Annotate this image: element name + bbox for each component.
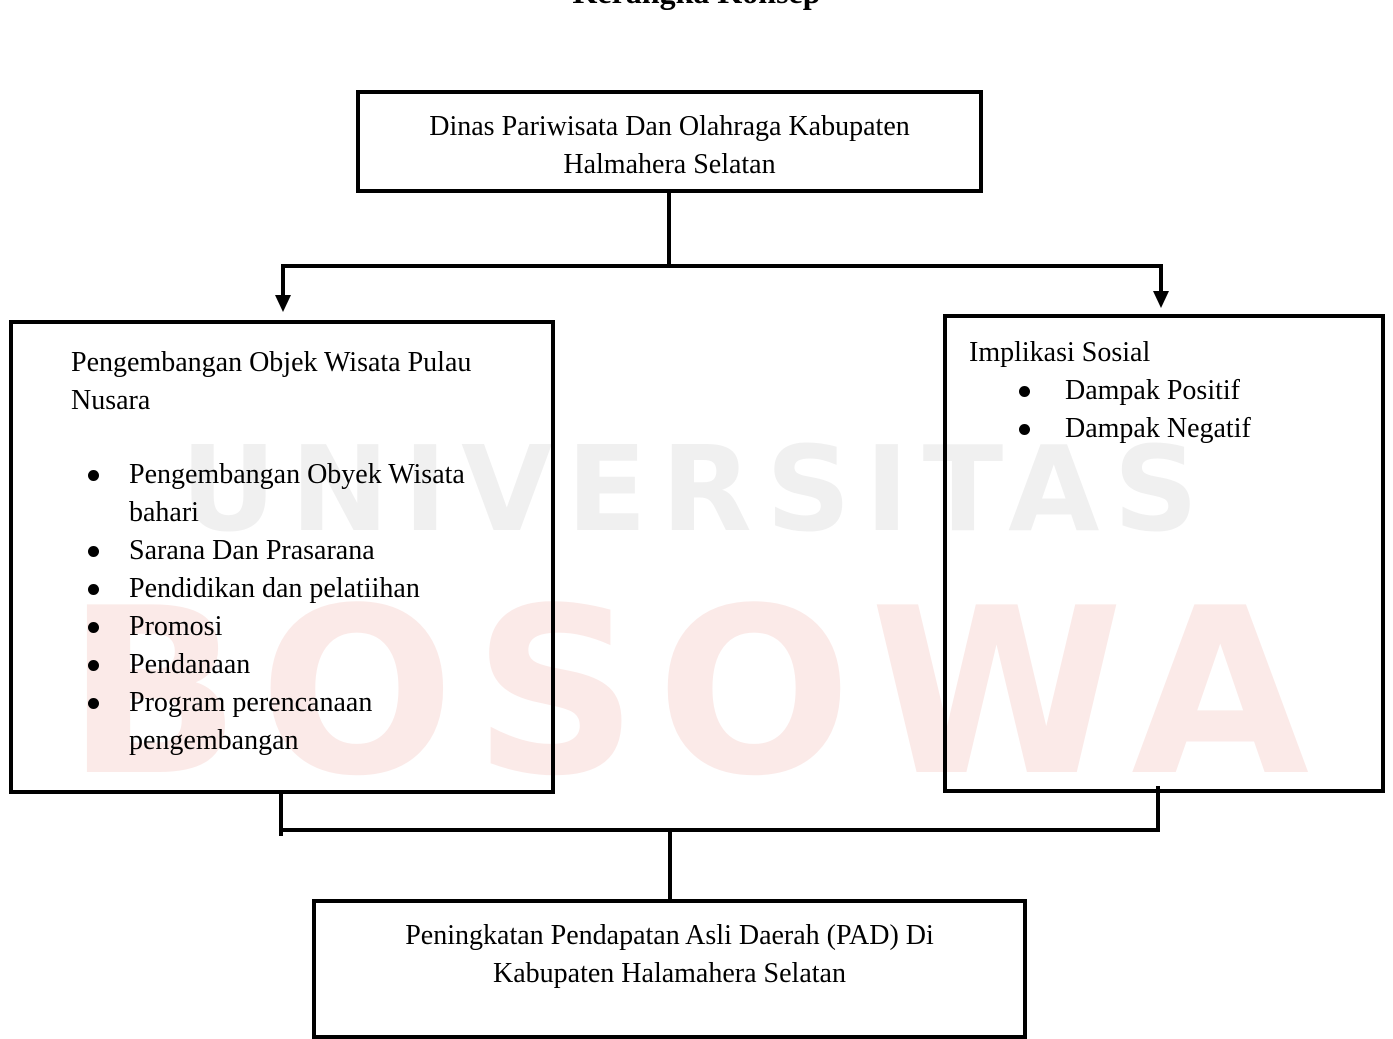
- bullet-icon: [88, 622, 99, 633]
- arrow-down-left-icon: [275, 295, 291, 312]
- bullet-icon: [88, 660, 99, 671]
- list-item: Sarana Dan Prasarana: [71, 532, 551, 570]
- box-left-title-line1: Pengembangan Objek Wisata Pulau: [71, 347, 472, 378]
- bullet-icon: [88, 584, 99, 595]
- list-item: Program perencanaan pengembangan: [71, 684, 551, 760]
- list-item: Pendanaan: [71, 646, 551, 684]
- list-item: Pengembangan Obyek Wisata bahari: [71, 456, 551, 532]
- left-bullet-list: Pengembangan Obyek Wisata bahari Sarana …: [71, 456, 551, 760]
- arrow-down-right-icon: [1153, 291, 1169, 308]
- list-item: Promosi: [71, 608, 551, 646]
- diagram-heading: Kerangka Konsep: [0, 0, 1393, 18]
- right-bullet-list: Dampak Positif Dampak Negatif: [969, 372, 1381, 448]
- bullet-icon: [1019, 386, 1030, 397]
- box-left-title-line2: Nusara: [71, 385, 151, 416]
- list-item-line1: Pengembangan Obyek Wisata: [129, 459, 465, 490]
- box-peningkatan-pad: Peningkatan Pendapatan Asli Daerah (PAD)…: [312, 899, 1027, 1039]
- box-top-line2: Halmahera Selatan: [563, 149, 776, 180]
- list-item-line1: Pendidikan dan pelatiihan: [129, 573, 420, 604]
- box-right-title: Implikasi Sosial: [969, 337, 1151, 368]
- bullet-icon: [88, 470, 99, 481]
- box-pengembangan-objek-wisata: Pengembangan Objek Wisata Pulau Nusara P…: [9, 320, 555, 794]
- watermark-bosowa-text: BOSOWA: [65, 560, 1328, 827]
- list-item-line1: Program perencanaan: [129, 687, 373, 718]
- list-item: Dampak Positif: [969, 372, 1381, 410]
- list-item: Pendidikan dan pelatiihan: [71, 570, 551, 608]
- list-item-line2: bahari: [129, 497, 199, 528]
- box-implikasi-sosial: Implikasi Sosial Dampak Positif Dampak N…: [943, 314, 1385, 793]
- bullet-icon: [88, 546, 99, 557]
- list-item: Dampak Negatif: [969, 410, 1381, 448]
- list-item-line1: Promosi: [129, 611, 223, 642]
- bullet-icon: [88, 698, 99, 709]
- box-dinas-pariwisata: Dinas Pariwisata Dan Olahraga Kabupaten …: [356, 90, 983, 193]
- list-item-label: Dampak Negatif: [1065, 413, 1251, 444]
- bullet-icon: [1019, 424, 1030, 435]
- box-bottom-line2: Kabupaten Halamahera Selatan: [493, 958, 846, 989]
- box-top-line1: Dinas Pariwisata Dan Olahraga Kabupaten: [429, 111, 910, 142]
- list-item-line1: Pendanaan: [129, 649, 251, 680]
- list-item-label: Dampak Positif: [1065, 375, 1240, 406]
- watermark-universitas-text: UNIVERSITAS: [180, 420, 1213, 558]
- box-bottom-line1: Peningkatan Pendapatan Asli Daerah (PAD)…: [405, 920, 934, 951]
- list-item-line2: pengembangan: [129, 725, 299, 756]
- list-item-line1: Sarana Dan Prasarana: [129, 535, 375, 566]
